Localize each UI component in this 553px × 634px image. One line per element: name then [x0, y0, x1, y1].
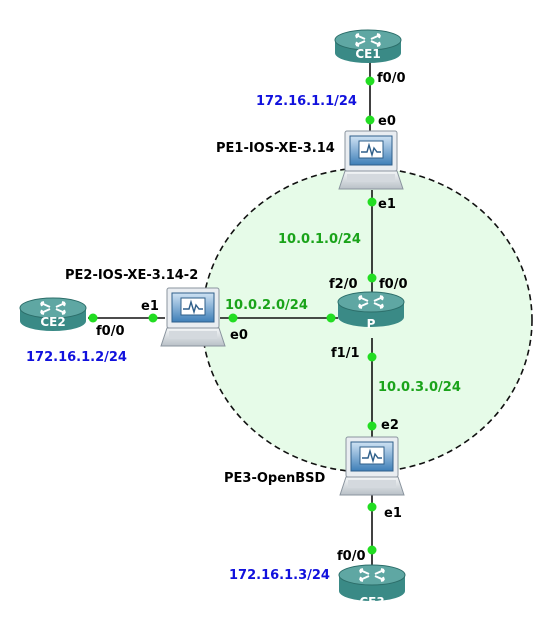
router-icon [337, 291, 405, 327]
host-label-pe2: PE2-IOS-XE-3.14-2 [65, 268, 198, 283]
iface-label-pe2-e1: e1 [141, 299, 159, 314]
interface-dots [88, 76, 377, 555]
iface-label-pe2-e0: e0 [230, 328, 248, 343]
dot-ce1-f0-0 [365, 76, 375, 86]
subnet-label-10-0-3-0: 10.0.3.0/24 [378, 380, 461, 395]
laptop-icon [160, 287, 226, 347]
router-icon [19, 297, 87, 331]
router-ce2[interactable]: CE2 [19, 297, 87, 331]
laptop-icon [338, 130, 404, 190]
iface-label-pe1-e1: e1 [378, 197, 396, 212]
host-label-pe1: PE1-IOS-XE-3.14 [216, 141, 335, 156]
iface-label-ce1-f0-0: f0/0 [377, 71, 406, 86]
router-ce1[interactable]: CE1 [334, 29, 402, 63]
host-label-pe3: PE3-OpenBSD [224, 471, 326, 486]
laptop-icon [339, 436, 405, 496]
ip-label-ce2: 172.16.1.2/24 [26, 350, 127, 365]
iface-label-p-f0-0: f0/0 [379, 277, 408, 292]
dot-pe2-e1 [148, 313, 158, 323]
dot-pe3-e1 [367, 502, 377, 512]
iface-label-pe1-e0: e0 [378, 114, 396, 129]
host-pe1[interactable] [338, 130, 404, 190]
host-pe3[interactable] [339, 436, 405, 496]
router-label: CE2 [40, 315, 65, 329]
iface-label-pe3-e1: e1 [384, 506, 402, 521]
router-icon [334, 29, 402, 63]
iface-label-p-f1-1: f1/1 [331, 346, 360, 361]
dot-pe2-e0 [228, 313, 238, 323]
dot-p-f0-0 [367, 273, 377, 283]
dot-pe3-e2 [367, 421, 377, 431]
router-icon [338, 564, 406, 601]
router-label: CE3 [359, 595, 384, 609]
dot-p-f1-1 [367, 352, 377, 362]
ip-label-ce1: 172.16.1.1/24 [256, 94, 357, 109]
iface-label-pe3-e2: e2 [381, 418, 399, 433]
dot-ce3-f0-0 [367, 545, 377, 555]
iface-label-p-f2-0: f2/0 [329, 277, 358, 292]
subnet-label-10-0-1-0: 10.0.1.0/24 [278, 232, 361, 247]
iface-label-ce3-f0-0: f0/0 [337, 549, 366, 564]
host-pe2[interactable] [160, 287, 226, 347]
dot-p-f2-0 [326, 313, 336, 323]
iface-label-ce2-f0-0: f0/0 [96, 324, 125, 339]
dot-ce2-f0-0 [88, 313, 98, 323]
router-label: CE1 [355, 47, 380, 61]
subnet-label-10-0-2-0: 10.0.2.0/24 [225, 298, 308, 313]
router-p[interactable]: P [337, 291, 405, 331]
ip-label-ce3: 172.16.1.3/24 [229, 568, 330, 583]
dot-pe1-e0 [365, 115, 375, 125]
router-label: P [367, 317, 376, 331]
dot-pe1-e1 [367, 197, 377, 207]
router-ce3[interactable]: CE3 [338, 564, 406, 609]
